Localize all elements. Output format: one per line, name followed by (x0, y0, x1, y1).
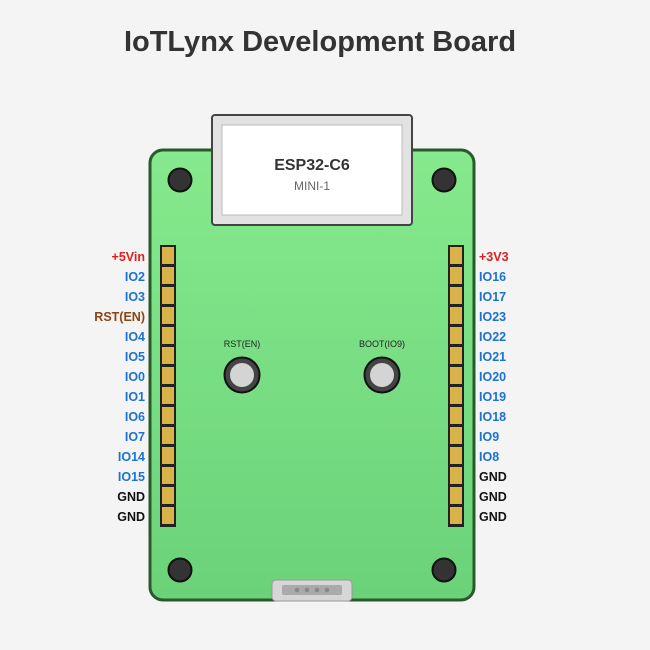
right-pin (450, 467, 462, 484)
pin-label: IO9 (479, 430, 499, 444)
left-pin (162, 487, 174, 504)
pin-label: IO1 (125, 390, 145, 404)
mounting-hole (167, 167, 193, 193)
left-pin (162, 307, 174, 324)
pin-label: IO21 (479, 350, 506, 364)
pin-label: IO23 (479, 310, 506, 324)
boot-button-label: BOOT(IO9) (359, 339, 405, 349)
pin-label: IO2 (125, 270, 145, 284)
right-pin (450, 367, 462, 384)
right-pin (450, 247, 462, 264)
page-title: IoTLynx Development Board (124, 26, 516, 58)
pin-label: +5Vin (112, 250, 145, 264)
pin-label: IO22 (479, 330, 506, 344)
left-pin (162, 367, 174, 384)
pin-label: GND (117, 490, 145, 504)
pin-label: IO14 (118, 450, 145, 464)
pin-label: GND (479, 510, 507, 524)
left-pin (162, 407, 174, 424)
pin-label: IO3 (125, 290, 145, 304)
left-pin (162, 327, 174, 344)
right-pin (450, 327, 462, 344)
mounting-hole (431, 167, 457, 193)
pin-label: GND (479, 490, 507, 504)
pin-label: IO17 (479, 290, 506, 304)
mounting-hole (167, 557, 193, 583)
pin-label: IO16 (479, 270, 506, 284)
left-pin (162, 467, 174, 484)
pin-label: IO7 (125, 430, 145, 444)
left-pin (162, 427, 174, 444)
left-pin (162, 447, 174, 464)
right-pin (450, 487, 462, 504)
right-pin (450, 387, 462, 404)
right-pin (450, 507, 462, 524)
pin-label: IO18 (479, 410, 506, 424)
module-name: ESP32-C6 (274, 157, 350, 174)
module-subtitle: MINI-1 (294, 179, 330, 193)
pin-label: RST(EN) (94, 310, 145, 324)
right-pin (450, 447, 462, 464)
pin-label: IO5 (125, 350, 145, 364)
usb-connector (271, 579, 353, 602)
pin-label: IO8 (479, 450, 499, 464)
left-pin (162, 287, 174, 304)
pin-label: GND (117, 510, 145, 524)
pin-label: IO4 (125, 330, 145, 344)
pin-label: IO15 (118, 470, 145, 484)
left-pin (162, 347, 174, 364)
pin-label: IO6 (125, 410, 145, 424)
left-pin (162, 247, 174, 264)
left-pin (162, 267, 174, 284)
pin-label: IO19 (479, 390, 506, 404)
boot-button[interactable] (363, 356, 401, 394)
right-pin (450, 347, 462, 364)
pin-label: IO20 (479, 370, 506, 384)
pin-label: GND (479, 470, 507, 484)
right-pin (450, 307, 462, 324)
right-pin (450, 287, 462, 304)
rst-button[interactable] (223, 356, 261, 394)
pin-label: IO0 (125, 370, 145, 384)
left-pin (162, 387, 174, 404)
mounting-hole (431, 557, 457, 583)
rst-button-label: RST(EN) (224, 339, 261, 349)
right-pin (450, 407, 462, 424)
esp32-module: ESP32-C6 MINI-1 (211, 114, 413, 226)
pin-label: +3V3 (479, 250, 509, 264)
right-pin (450, 267, 462, 284)
right-pin (450, 427, 462, 444)
left-pin (162, 507, 174, 524)
